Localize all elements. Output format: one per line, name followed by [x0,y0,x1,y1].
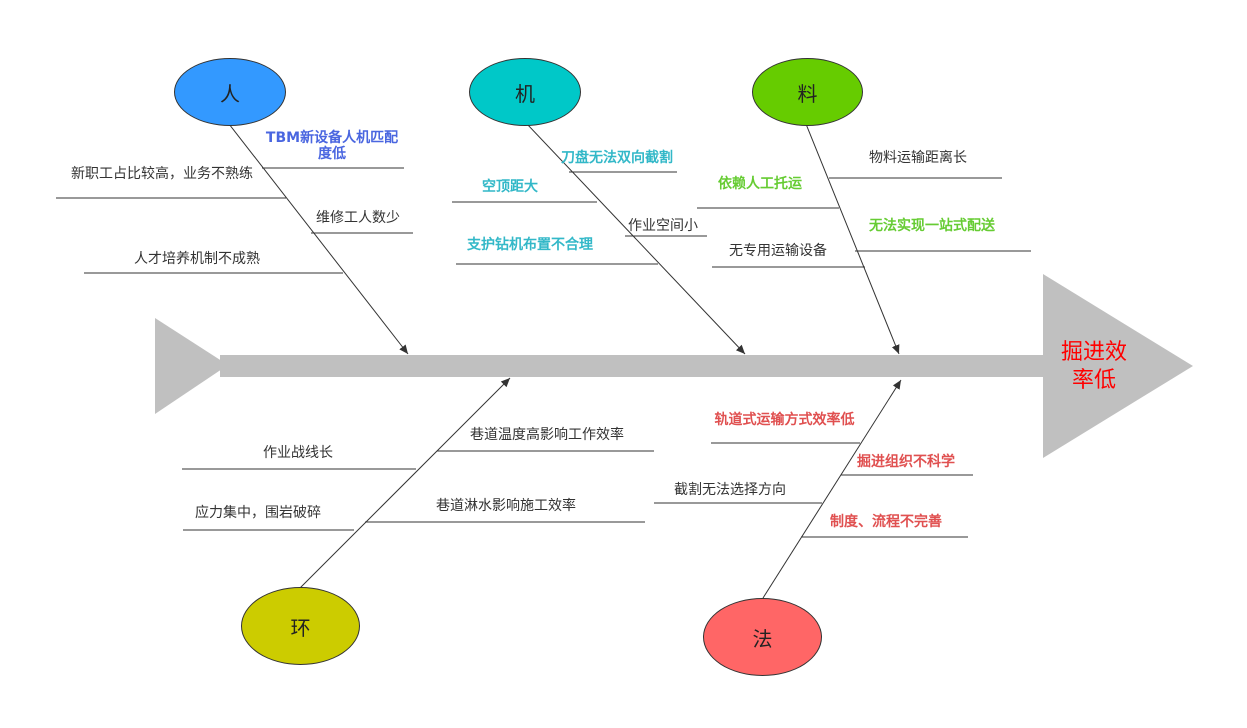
bone-liao [805,123,900,355]
effect-label: 掘进效 率低 [1052,339,1136,395]
category-huan-label: 环 [290,615,311,640]
fish-head [1043,274,1193,458]
cause-ji-4: 支护钻机布置不合理 [467,237,593,253]
cause-fa-1: 轨道式运输方式效率低 [714,412,855,428]
category-liao-node: 料 [752,58,863,126]
cause-liao-3: 无法实现一站式配送 [869,218,995,234]
category-ji-node: 机 [469,58,581,126]
category-ren-label: 人 [220,81,240,106]
effect-line1: 掘进效 [1060,340,1127,365]
bone-ji [526,123,746,355]
category-ji-label: 机 [515,81,535,106]
cause-huan-2: 巷道温度高影响工作效率 [470,427,624,443]
cause-ren-1: TBM新设备人机匹配度低 [265,130,399,162]
category-fa-node: 法 [703,598,822,676]
spine-tail [155,318,228,414]
cause-liao-2: 依赖人工托运 [718,176,802,192]
category-fa-label: 法 [752,626,773,651]
cause-fa-3: 截割无法选择方向 [674,482,786,498]
cause-ren-2: 新职工占比较高，业务不熟练 [71,166,253,182]
cause-fa-4: 制度、流程不完善 [830,514,942,530]
cause-huan-1: 作业战线长 [263,445,333,461]
effect-line2: 率低 [1071,368,1116,393]
bone-huan [299,377,511,589]
spine [220,355,1050,377]
cause-ren-4: 人才培养机制不成熟 [134,251,260,267]
cause-ji-1: 刀盘无法双向截割 [561,150,673,166]
category-ren-node: 人 [174,58,286,126]
cause-liao-4: 无专用运输设备 [729,243,827,259]
cause-huan-3: 应力集中，围岩破碎 [195,505,321,521]
cause-fa-2: 掘进组织不科学 [857,454,955,470]
cause-liao-1: 物料运输距离长 [869,150,967,166]
cause-huan-4: 巷道淋水影响施工效率 [436,498,576,514]
bone-ren [228,123,409,355]
category-liao-label: 料 [797,81,818,106]
bone-fa [762,379,902,599]
cause-ji-3: 作业空间小 [628,218,698,234]
category-huan-node: 环 [241,587,360,665]
cause-ji-2: 空顶距大 [482,179,538,195]
cause-ren-3: 维修工人数少 [316,210,400,226]
